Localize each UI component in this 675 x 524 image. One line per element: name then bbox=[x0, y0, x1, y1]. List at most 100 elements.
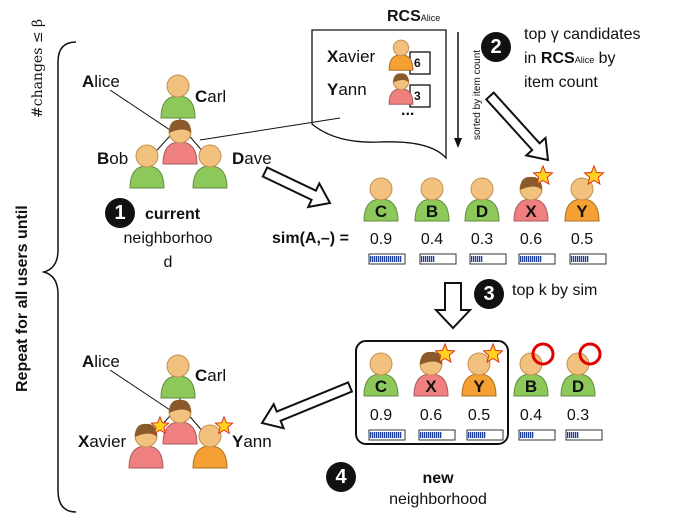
candidate-bar-y bbox=[569, 253, 607, 265]
candidate-avatar-x: X bbox=[513, 176, 549, 222]
bottom-label-yann: Yann bbox=[232, 432, 272, 451]
top-carl-avatar bbox=[160, 74, 196, 119]
step-4-bold: new bbox=[422, 470, 454, 487]
label-line-alice bbox=[109, 89, 171, 131]
step-1-bold: current bbox=[145, 206, 201, 223]
step-2-line2: in RCSAlice by bbox=[524, 50, 616, 67]
bottom-alice-avatar bbox=[162, 399, 198, 445]
bottom-label-xavier: Xavier bbox=[78, 432, 127, 451]
repeat-label: Repeat for all users until bbox=[14, 205, 31, 392]
new-avatar-y: Y bbox=[461, 352, 497, 397]
removed-mark-b bbox=[531, 342, 555, 366]
candidate-star-x bbox=[532, 164, 554, 186]
step-1-line2: neighborhoo bbox=[123, 230, 213, 247]
step-4-line2: neighborhood bbox=[389, 491, 487, 508]
repeat-condition: #changes ≤ β bbox=[30, 18, 46, 118]
rcs-link-line bbox=[199, 117, 341, 141]
candidate-star-y bbox=[583, 164, 605, 186]
candidate-bar-d bbox=[469, 253, 507, 265]
arrow-step3 bbox=[433, 282, 473, 330]
new-avatar-d: D bbox=[560, 352, 596, 397]
candidate-sim-y: 0.5 bbox=[571, 231, 593, 248]
svg-text:D: D bbox=[572, 377, 584, 396]
bottom-label-carl: Carl bbox=[195, 366, 227, 385]
step-2-badge: 2 bbox=[481, 32, 511, 62]
sim-label: sim(A,–) = bbox=[272, 230, 349, 247]
rcs-sorted-note: sorted by item count bbox=[472, 49, 483, 140]
candidate-bar-b bbox=[419, 253, 457, 265]
candidate-bar-c bbox=[368, 253, 406, 265]
top-bob-avatar bbox=[129, 144, 165, 189]
bottom-yann-star bbox=[214, 415, 234, 435]
candidate-avatar-b: B bbox=[414, 177, 450, 222]
new-sim-b: 0.4 bbox=[520, 407, 542, 424]
new-avatar-c: C bbox=[363, 352, 399, 397]
rcs-count-yann: 3 bbox=[414, 89, 421, 103]
step-2-line1: top γ candidates bbox=[524, 26, 641, 43]
candidate-sim-x: 0.6 bbox=[520, 231, 542, 248]
top-label-alice: Alice bbox=[82, 72, 120, 91]
new-avatar-x: X bbox=[413, 351, 449, 397]
candidate-avatar-c: C bbox=[363, 177, 399, 222]
rcs-entry-yann: Yann bbox=[327, 80, 367, 99]
rcs-yann-avatar bbox=[388, 73, 414, 105]
step-3-badge: 3 bbox=[474, 279, 504, 309]
new-sim-y: 0.5 bbox=[468, 407, 490, 424]
arrow-step1 bbox=[261, 166, 332, 209]
new-sim-c: 0.9 bbox=[370, 407, 392, 424]
svg-text:Y: Y bbox=[576, 202, 588, 221]
removed-mark-d bbox=[578, 342, 602, 366]
step-3-label: top k by sim bbox=[512, 282, 598, 299]
candidate-sim-b: 0.4 bbox=[421, 231, 443, 248]
bottom-label-alice: Alice bbox=[82, 352, 120, 371]
rcs-sorted-arrowhead bbox=[454, 138, 462, 148]
top-label-dave: Dave bbox=[232, 149, 272, 168]
svg-text:B: B bbox=[525, 377, 537, 396]
top-label-bob: Bob bbox=[97, 149, 129, 168]
bottom-yann-avatar bbox=[192, 424, 228, 469]
candidate-sim-c: 0.9 bbox=[370, 231, 392, 248]
new-star-x bbox=[434, 342, 456, 364]
new-bar-b bbox=[518, 429, 556, 441]
repeat-brace bbox=[41, 41, 77, 513]
step-1-line3: d bbox=[163, 254, 173, 271]
rcs-title: RCSAlice bbox=[387, 8, 441, 25]
new-star-y bbox=[482, 342, 504, 364]
bottom-carl-avatar bbox=[160, 354, 196, 399]
label-line-b-alice bbox=[109, 369, 171, 411]
rcs-entry-xavier: Xavier bbox=[327, 47, 376, 66]
new-bar-y bbox=[466, 429, 504, 441]
bottom-xavier-star bbox=[150, 415, 170, 435]
candidate-avatar-y: Y bbox=[564, 177, 600, 222]
new-neighborhood-box bbox=[355, 340, 509, 445]
rcs-xavier-avatar bbox=[388, 39, 414, 71]
top-alice-avatar bbox=[162, 119, 198, 165]
rcs-more: ... bbox=[401, 102, 415, 119]
svg-text:X: X bbox=[525, 202, 537, 221]
svg-text:D: D bbox=[476, 202, 488, 221]
step-4-badge: 4 bbox=[326, 462, 356, 492]
candidate-bar-x bbox=[518, 253, 556, 265]
candidate-sim-d: 0.3 bbox=[471, 231, 493, 248]
new-sim-d: 0.3 bbox=[567, 407, 589, 424]
candidate-avatar-d: D bbox=[464, 177, 500, 222]
svg-text:Y: Y bbox=[473, 377, 485, 396]
new-sim-x: 0.6 bbox=[420, 407, 442, 424]
svg-text:C: C bbox=[375, 202, 387, 221]
new-bar-x bbox=[418, 429, 456, 441]
arrow-step4 bbox=[260, 381, 354, 430]
step-2-line3: item count bbox=[524, 74, 598, 91]
rcs-count-xavier: 6 bbox=[414, 56, 421, 70]
new-bar-c bbox=[368, 429, 406, 441]
new-bar-d bbox=[565, 429, 603, 441]
new-avatar-b: B bbox=[513, 352, 549, 397]
top-dave-avatar bbox=[192, 144, 228, 189]
arrow-step2 bbox=[484, 91, 550, 162]
svg-text:X: X bbox=[425, 377, 437, 396]
svg-text:C: C bbox=[375, 377, 387, 396]
bottom-xavier-avatar bbox=[128, 423, 164, 469]
top-label-carl: Carl bbox=[195, 87, 227, 106]
svg-text:B: B bbox=[426, 202, 438, 221]
